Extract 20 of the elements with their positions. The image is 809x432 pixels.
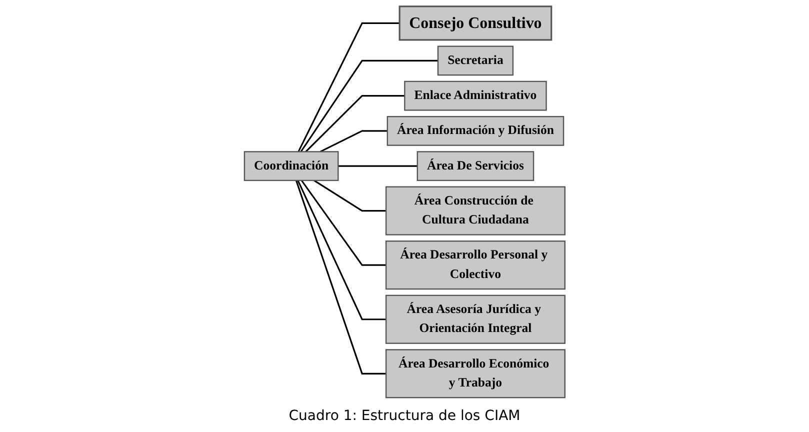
connector	[297, 180, 386, 320]
connector	[300, 180, 386, 266]
node-box: Área Desarrollo Personal y Colectivo	[385, 240, 566, 290]
connector	[305, 95, 404, 152]
connector	[295, 180, 386, 374]
connector	[338, 165, 418, 167]
connector	[298, 22, 400, 152]
node-box: Secretaria	[437, 46, 514, 76]
connector	[320, 130, 388, 152]
node-box: Área Construcción de Cultura Ciudadana	[385, 186, 566, 236]
caption: Cuadro 1: Estructura de los CIAM	[288, 407, 520, 426]
node-box: Área De Servicios	[416, 151, 534, 182]
node-box: Enlace Administrativo	[404, 80, 547, 111]
node-box: Área Asesoría Jurídica y Orientación Integral	[385, 294, 566, 344]
node-box: Consejo Consultivo	[398, 6, 552, 41]
node-box: Área Información y Difusión	[386, 116, 564, 146]
node-box: Área Desarrollo Económico y Trabajo	[385, 349, 566, 398]
connector	[300, 60, 438, 152]
node-box: Coordinación	[244, 151, 339, 182]
connector	[313, 180, 386, 212]
